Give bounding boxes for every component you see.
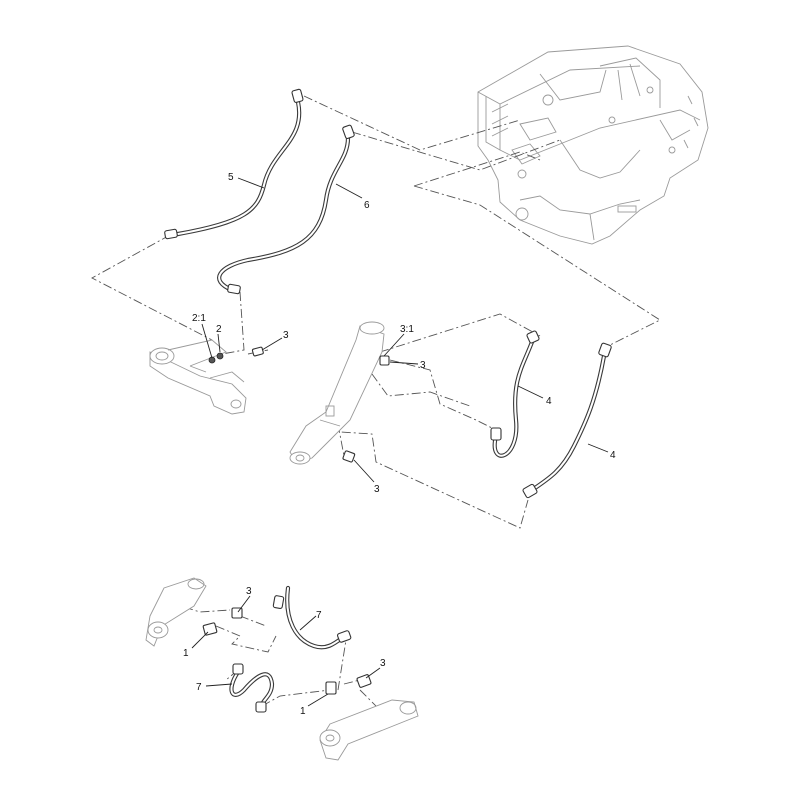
- callout-1-b: 1: [300, 706, 306, 717]
- cylinder-bottom-right: [319, 674, 419, 761]
- cylinder-middle: [289, 321, 390, 465]
- callout-labels: 5 6 2:1 2 3 3:1 3 4 4 3 3 7 1 7 1 3: [183, 172, 616, 717]
- hose-7-upper: [272, 585, 352, 650]
- callout-3-d: 3: [246, 586, 252, 597]
- callout-3-1: 3:1: [400, 324, 414, 335]
- callout-3-c: 3: [374, 484, 380, 495]
- callout-4-a: 4: [546, 396, 552, 407]
- callout-2-1: 2:1: [192, 313, 206, 324]
- hose-5: [164, 88, 304, 240]
- hose-4-right: [522, 342, 612, 499]
- callout-3-a: 3: [283, 330, 289, 341]
- machine-frame: [477, 45, 709, 245]
- callout-4-b: 4: [610, 450, 616, 461]
- hose-4-left: [490, 330, 540, 458]
- hose-6: [217, 124, 355, 295]
- callout-7-a: 7: [316, 610, 322, 621]
- callout-5: 5: [228, 172, 234, 183]
- callout-3-b: 3: [420, 360, 426, 371]
- callout-6: 6: [364, 200, 370, 211]
- cylinder-left: [149, 339, 264, 415]
- leader-lines: [191, 177, 609, 707]
- hose-7-lower: [229, 663, 275, 713]
- callout-7-b: 7: [196, 682, 202, 693]
- callout-1-a: 1: [183, 648, 189, 659]
- callout-3-e: 3: [380, 658, 386, 669]
- callout-2: 2: [216, 324, 222, 335]
- cylinder-bottom-left: [145, 577, 243, 647]
